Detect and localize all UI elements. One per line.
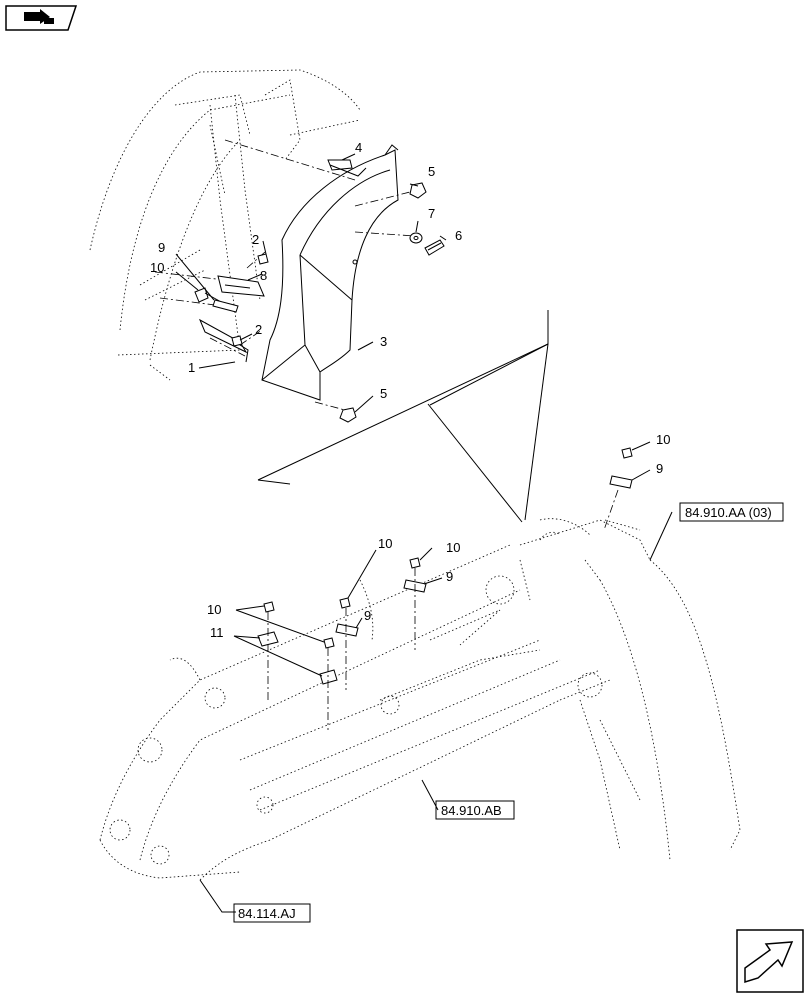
navigation-arrow-icon[interactable] [736,929,804,993]
ref-84-910-AA[interactable]: 84.910.AA (03) [679,502,784,522]
callout-6: 6 [455,228,462,243]
callout-10-lower-d: 10 [207,602,221,617]
callout-10-lower-a: 10 [378,536,392,551]
washer-part-7 [409,232,423,244]
bolt-part-6 [424,239,445,256]
callout-8: 8 [260,268,267,283]
nut-part-5-upper [409,182,427,199]
nut-part-5-lower [339,407,357,423]
callout-9-lower-b: 9 [446,569,453,584]
callout-11: 11 [210,625,224,640]
callout-9-upper: 9 [158,240,165,255]
callout-10-lower-b: 10 [446,540,460,555]
callout-3: 3 [380,334,387,349]
callout-9-lower-c: 9 [656,461,663,476]
callout-10-lower-c: 10 [656,432,670,447]
svg-text:84.910.AB: 84.910.AB [441,803,502,818]
callout-5-upper: 5 [428,164,435,179]
callout-2-upper: 2 [252,232,259,247]
callout-10-upper: 10 [150,260,164,275]
guard-plate [261,149,399,401]
svg-text:84.114.AJ: 84.114.AJ [238,906,296,921]
callout-4: 4 [355,140,362,155]
lower-main-view [99,441,741,913]
callout-1: 1 [188,360,195,375]
callout-5-lower: 5 [380,386,387,401]
svg-text:84.910.AA (03): 84.910.AA (03) [685,505,772,520]
callout-7: 7 [428,206,435,221]
ref-84-910-AB[interactable]: 84.910.AB [435,800,515,820]
callout-9-lower-a: 9 [364,608,371,623]
book-arrow-icon[interactable] [5,5,78,31]
upper-detail-view [89,69,447,423]
ref-84-114-AJ[interactable]: 84.114.AJ [233,903,311,923]
bracket-part-8 [217,275,265,297]
bracket-part-11-right [319,669,338,685]
callout-2-lower: 2 [255,322,262,337]
